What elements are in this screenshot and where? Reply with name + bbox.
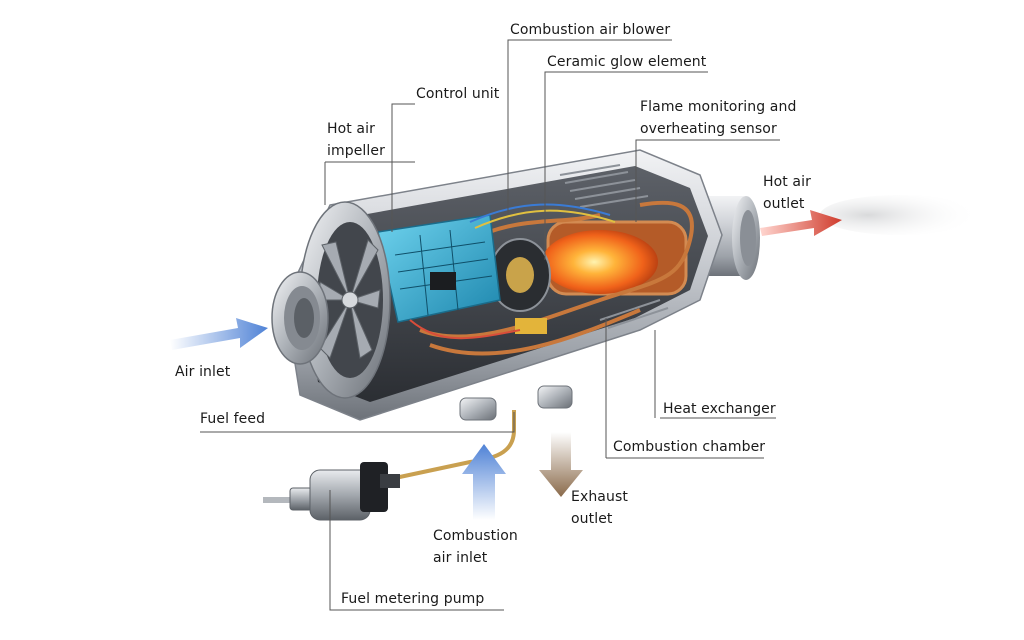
hot-air-outlet-arrow xyxy=(760,210,842,236)
label-air-inlet: Air inlet xyxy=(175,364,231,380)
hot-air-plume xyxy=(820,195,980,235)
combustion-chamber-art xyxy=(542,220,688,296)
blower-motor xyxy=(489,238,551,312)
combustion-air-arrow xyxy=(462,444,506,520)
label-combustion-air-blower: Combustion air blower xyxy=(510,22,671,38)
label-flame-sensor-line2: overheating sensor xyxy=(640,121,777,137)
label-control-unit: Control unit xyxy=(416,86,500,102)
heat-exchanger-fins xyxy=(559,164,669,329)
control-board xyxy=(377,214,547,334)
label-combustion-air-inlet-line2: air inlet xyxy=(433,550,488,566)
label-ceramic-glow-element: Ceramic glow element xyxy=(547,54,707,70)
label-fuel-metering-pump: Fuel metering pump xyxy=(341,591,485,607)
label-exhaust-outlet-line2: outlet xyxy=(571,511,613,527)
label-hot-air-outlet-line1: Hot air xyxy=(763,174,811,190)
label-hot-air-impeller-line2: impeller xyxy=(327,143,385,159)
label-combustion-chamber: Combustion chamber xyxy=(613,439,766,455)
label-exhaust-outlet-line1: Exhaust xyxy=(571,489,628,505)
label-heat-exchanger: Heat exchanger xyxy=(663,401,776,417)
label-hot-air-outlet-line2: outlet xyxy=(763,196,805,212)
air-inlet-pipe xyxy=(271,271,329,365)
label-flame-sensor-line1: Flame monitoring and xyxy=(640,99,797,115)
label-fuel-feed: Fuel feed xyxy=(200,411,266,427)
label-hot-air-impeller-line1: Hot air xyxy=(327,121,375,137)
leader-lines xyxy=(200,39,780,611)
label-combustion-air-inlet-line1: Combustion xyxy=(433,528,518,544)
exhaust-arrow xyxy=(539,432,583,497)
air-inlet-arrow xyxy=(170,318,268,350)
fuel-metering-pump xyxy=(263,462,400,521)
inlet-face xyxy=(299,201,391,399)
bottom-ports xyxy=(459,385,573,421)
